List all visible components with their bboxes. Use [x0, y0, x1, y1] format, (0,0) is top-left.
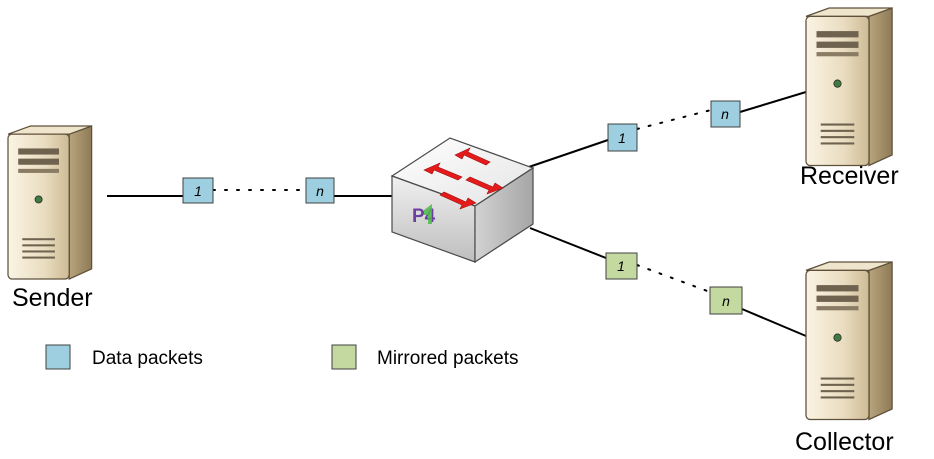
svg-text:1: 1: [618, 130, 626, 146]
packet-mirrored-first: 1: [605, 252, 638, 280]
link-switch-receiver: [522, 91, 807, 170]
p4-switch-icon: P4: [390, 137, 535, 264]
svg-text:n: n: [721, 106, 729, 122]
packet-data-last-left: n: [305, 177, 335, 204]
link-switch-collector: [529, 227, 807, 337]
link-sender-switch: [107, 189, 392, 197]
legend-swatch-mirrored: [331, 344, 357, 370]
switch-arrows-icon: [423, 147, 504, 210]
legend-label-mirrored: Mirrored packets: [377, 348, 519, 369]
legend-item-data: Data packets: [45, 344, 203, 370]
legend: Data packets Mirrored packets: [45, 344, 519, 370]
svg-text:n: n: [316, 183, 324, 199]
sender-server-icon: [7, 125, 93, 280]
packet-data-first-left: 1: [182, 177, 214, 204]
packet-data-first-right: 1: [607, 123, 638, 152]
legend-swatch-data: [45, 344, 71, 370]
collector-label: Collector: [795, 428, 894, 456]
sender-label: Sender: [12, 284, 93, 312]
svg-text:P4: P4: [412, 206, 436, 227]
svg-text:n: n: [722, 293, 730, 309]
receiver-server-icon: [805, 7, 893, 167]
packet-data-last-right: n: [710, 100, 741, 128]
legend-label-data: Data packets: [92, 348, 203, 369]
legend-item-mirrored: Mirrored packets: [331, 344, 519, 370]
svg-text:1: 1: [617, 258, 625, 274]
packet-mirrored-last: n: [709, 286, 743, 315]
p4-logo-icon: P4: [412, 204, 436, 227]
receiver-label: Receiver: [800, 162, 899, 190]
collector-server-icon: [805, 261, 893, 421]
svg-text:1: 1: [194, 183, 202, 199]
